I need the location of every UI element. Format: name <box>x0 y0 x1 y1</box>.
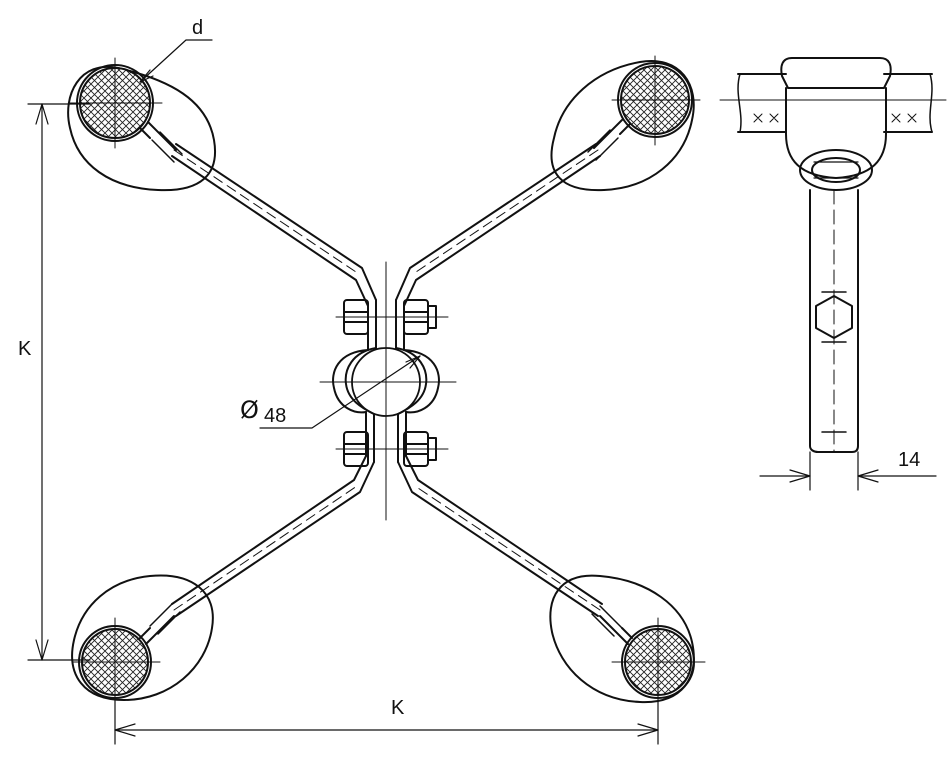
side-view <box>719 57 947 491</box>
arm-top-right <box>395 143 601 307</box>
label-k-horizontal: K <box>391 697 405 719</box>
centerlines-top-left <box>69 57 163 149</box>
arm-bottom-right <box>397 455 603 617</box>
clamp-body-top-right <box>550 59 695 192</box>
central-body <box>319 261 457 521</box>
side-strap <box>809 189 859 453</box>
side-hex-bolt <box>815 295 853 339</box>
clamp-top-right <box>550 55 701 192</box>
clamp-top-left <box>67 57 216 192</box>
clamp-body-bottom-right <box>549 574 695 704</box>
dim-pipe-leader <box>259 355 421 429</box>
label-pipe-diameter: 48 <box>264 405 286 427</box>
arm-top-left <box>171 143 377 307</box>
clamp-body-top-left <box>67 65 216 192</box>
dimensions <box>27 39 659 745</box>
bolt-upper <box>335 299 449 335</box>
centerlines-top-right <box>611 55 701 146</box>
bolt-lower <box>335 431 449 467</box>
label-strap-width: 14 <box>898 449 920 471</box>
label-pipe-symbol: Ø <box>240 396 259 424</box>
arm-bottom-left <box>171 455 375 617</box>
centerlines-bottom-right <box>611 617 706 709</box>
dim-strap-width <box>759 451 937 491</box>
clamp-body-bottom-left <box>71 574 214 701</box>
centerlines-bottom-left <box>71 617 161 707</box>
clamp-bottom-right <box>549 574 706 709</box>
clamp-bottom-left <box>71 574 214 707</box>
pipe-clamp-ring <box>332 347 440 415</box>
label-k-vertical: K <box>18 338 32 360</box>
label-d: d <box>192 17 203 39</box>
side-clamp-cap <box>780 57 892 89</box>
dim-d-leader <box>139 39 213 83</box>
